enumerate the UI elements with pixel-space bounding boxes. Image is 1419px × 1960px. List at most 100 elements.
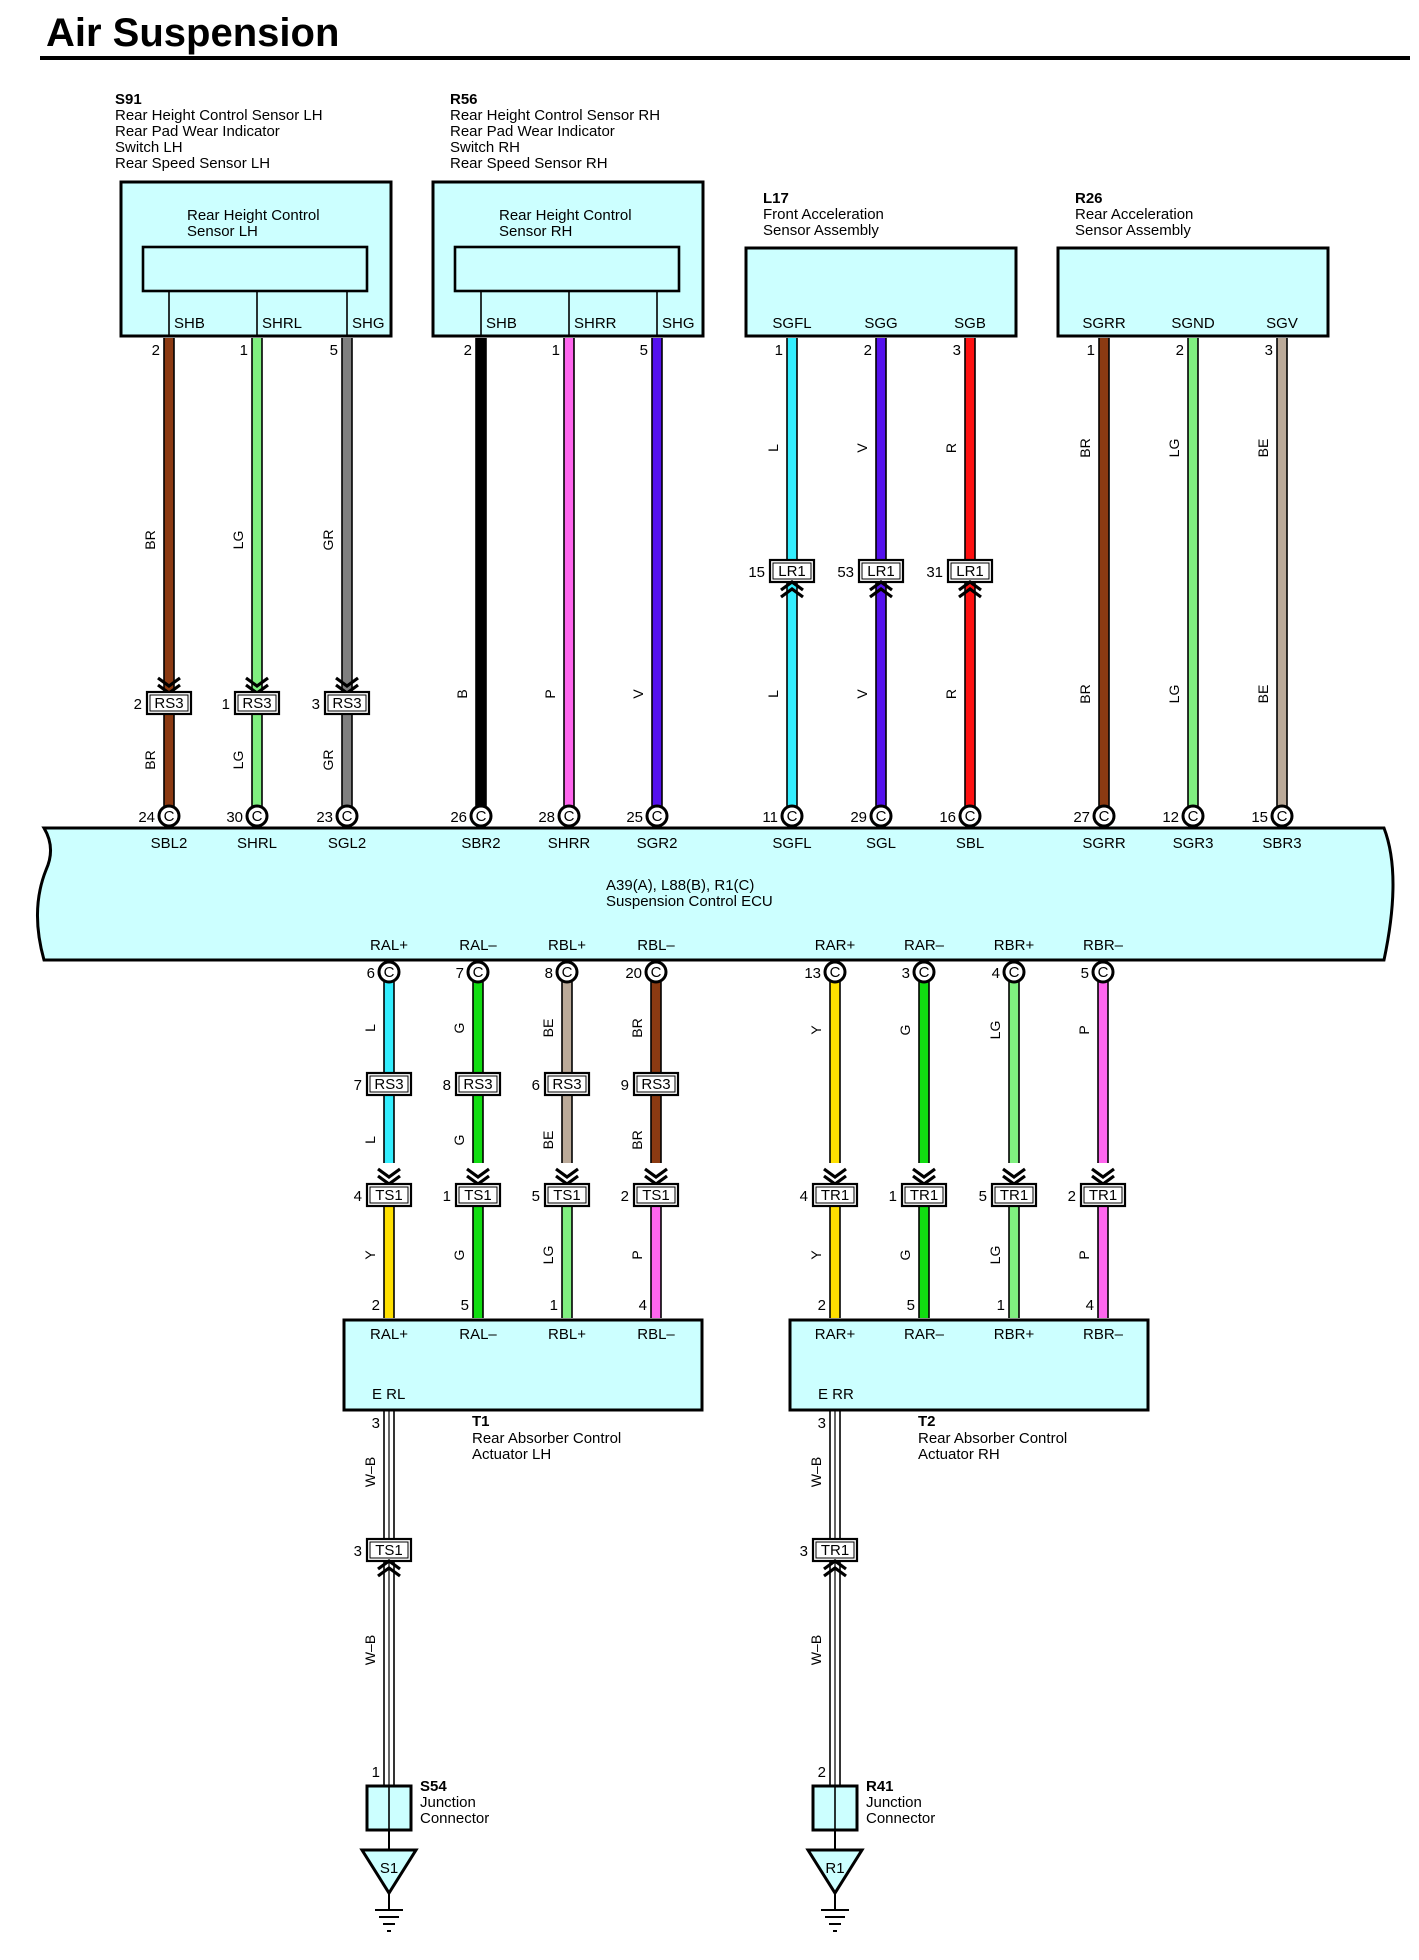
ecu-terminal-number: 28: [538, 809, 555, 826]
bottom-wire-4-rs-connector-pin: 9: [621, 1077, 629, 1094]
ecu-terminal-letter: C: [562, 964, 573, 981]
ground-point-label: S1: [380, 1860, 398, 1877]
ecu-terminal-letter: C: [164, 808, 175, 825]
r26-component-box: [1056, 246, 1330, 338]
top-wire-8-connector-inner: [861, 562, 901, 580]
top-wire-8-connector-arrow-stroke: [869, 580, 893, 592]
wire-color-label: BE: [1255, 685, 1271, 704]
ecu-terminal-letter: C: [1188, 808, 1199, 825]
ecu-terminal-label: SGL2: [328, 835, 366, 852]
actuator-code: T1: [472, 1413, 490, 1430]
component-inner-label: Rear Height Control: [499, 207, 632, 224]
component-pin-label: SGB: [954, 315, 986, 332]
actuator-description-line: Rear Absorber Control: [472, 1430, 621, 1447]
bottom-wire-7-ts-connector: [990, 1182, 1038, 1208]
actuator-description-line: Actuator RH: [918, 1446, 1000, 1463]
title-rule: [40, 56, 1410, 60]
ground-connector-inner: [369, 1541, 409, 1559]
wire-color-label: W–B: [362, 1457, 378, 1487]
bottom-wire-1-rs-connector: [365, 1071, 413, 1097]
bottom-wire-4-ts-arrow: [644, 1167, 668, 1186]
wire-color-label: W–B: [808, 1635, 824, 1665]
ecu-terminal-letter: C: [876, 808, 887, 825]
actuator-ground-label: E RR: [818, 1386, 854, 1403]
ecu-terminal-letter: C: [1009, 964, 1020, 981]
ecu-terminal-number: 7: [456, 965, 464, 982]
bottom-wire-3-rs-connector-pin: 6: [532, 1077, 540, 1094]
component-pin-label: SGFL: [772, 315, 811, 332]
top-wire-9-connector-inner: [950, 562, 990, 580]
wire-color-label: LG: [230, 751, 246, 770]
wire-pin-number: 2: [372, 1297, 380, 1314]
ecu-terminal-label: RBL+: [548, 937, 586, 954]
l17-component-box: [744, 246, 1018, 338]
wire-color-label: BE: [1255, 439, 1271, 458]
component-description-line: Rear Speed Sensor LH: [115, 155, 270, 172]
wire-pin-number: 2: [464, 342, 472, 359]
top-wire-7-connector-inner: [772, 562, 812, 580]
bottom-wire-4-rs-connector: [632, 1071, 680, 1097]
ecu-terminal-label: RBL–: [637, 937, 675, 954]
actuator-box: [342, 1318, 704, 1412]
bottom-wire-8-ts-connector: [1079, 1182, 1127, 1208]
wire-pin-number: 5: [461, 1297, 469, 1314]
wire-color-label: L: [765, 444, 781, 452]
ecu-terminal-number: 30: [226, 809, 243, 826]
ecu-terminal-label: SGR2: [637, 835, 678, 852]
ecu-terminal-letter: C: [652, 808, 663, 825]
ecu-terminal-label: SGL: [866, 835, 896, 852]
top-wire-7-connector-arrow: [780, 580, 804, 599]
suspension-control-ecu: [36, 826, 1395, 962]
ecu-terminal-number: 25: [626, 809, 643, 826]
wire-color-label: W–B: [362, 1635, 378, 1665]
wire-color-label: LG: [987, 1021, 1003, 1040]
ground-connector-arrow-stroke: [823, 1566, 847, 1578]
wire-color-label: P: [542, 689, 558, 698]
bottom-wire-5-ts-connector-pin: 4: [800, 1188, 808, 1205]
wire-color-label: L: [362, 1136, 378, 1144]
ecu-terminal-number: 15: [1251, 809, 1268, 826]
top-wire-8-connector-arrow: [869, 580, 893, 599]
bottom-wire-1-rs-connector-inner: [369, 1075, 409, 1093]
wire-color-label: BE: [540, 1131, 556, 1150]
wire-color-label: R: [943, 689, 959, 699]
bottom-wire-1-rs-connector-label: RS3: [374, 1076, 403, 1093]
component-pin-label: SHB: [174, 315, 205, 332]
bottom-wire-8-ts-connector-pin: 2: [1068, 1188, 1076, 1205]
ecu-terminal: [555, 960, 579, 984]
wire-pin-number: 3: [818, 1415, 826, 1432]
ecu-terminal-label: RAL–: [459, 937, 497, 954]
component-inner-label: Rear Height Control: [187, 207, 320, 224]
wire-color-label: BR: [1077, 684, 1093, 703]
wire-pin-number: 1: [372, 1764, 380, 1781]
wire-pin-number: 2: [1176, 342, 1184, 359]
bottom-wire-3-rs-connector-label: RS3: [552, 1076, 581, 1093]
bottom-wire-4-ts-connector-pin: 2: [621, 1188, 629, 1205]
ecu-terminal: [1181, 804, 1205, 828]
ecu-terminal-number: 4: [992, 965, 1000, 982]
wire-color-label: P: [1076, 1025, 1092, 1034]
junction-description-line: Junction: [866, 1794, 922, 1811]
actuator-pin-label: RAR+: [815, 1326, 856, 1343]
bottom-wire-1-ts-arrow: [377, 1167, 401, 1186]
wire-pin-number: 1: [997, 1297, 1005, 1314]
ecu-terminal-number: 13: [804, 965, 821, 982]
component-description-line: Switch LH: [115, 139, 183, 156]
bottom-wire-6-ts-connector-pin: 1: [889, 1188, 897, 1205]
wire-pin-number: 5: [907, 1297, 915, 1314]
ecu-terminal-label: RBR–: [1083, 937, 1124, 954]
component-pin-label: SGRR: [1082, 315, 1126, 332]
ecu-terminal-label: SBR2: [461, 835, 500, 852]
actuator-code: T2: [918, 1413, 936, 1430]
ground-connector-arrow: [823, 1559, 847, 1578]
ecu-terminal-label: SGFL: [772, 835, 811, 852]
component-description-line: Switch RH: [450, 139, 520, 156]
wire-pin-number: 2: [818, 1764, 826, 1781]
wire-color-label: LG: [987, 1246, 1003, 1265]
ecu-terminal-letter: C: [919, 964, 930, 981]
top-wire-9-connector-label: LR1: [956, 563, 984, 580]
ground-connector-inner: [815, 1541, 855, 1559]
actuator-pin-label: RBR–: [1083, 1326, 1124, 1343]
top-wire-2-connector: [233, 690, 281, 716]
